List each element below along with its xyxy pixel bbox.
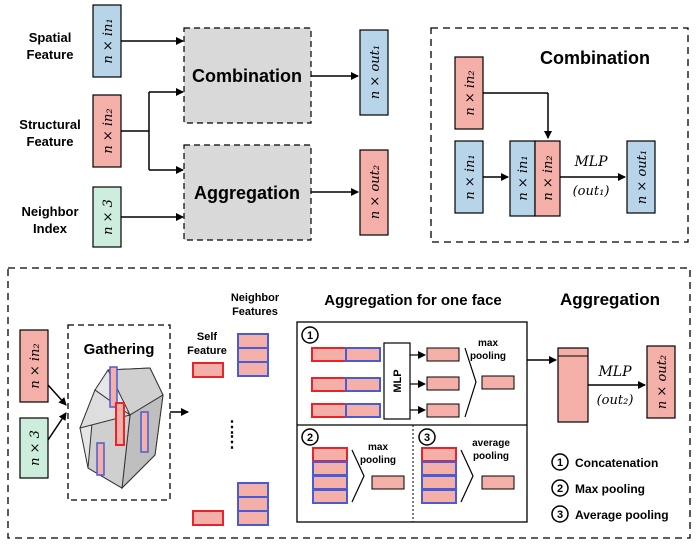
legend-num-2: 2 (557, 483, 563, 495)
b-box-out2-text: n × out₂ (655, 355, 670, 409)
tr-box-in2 (454, 56, 484, 130)
max-pooling-2a: max (368, 442, 388, 453)
tr-concat-in1-text: n × in₁ (516, 155, 531, 200)
tr-concat-in2-text: n × in₂ (541, 155, 556, 200)
tr-box-in1-text: n × in₁ (463, 154, 478, 199)
label-neighbor-1: Neighbor (21, 204, 78, 219)
label-spatial-1: Spatial (29, 30, 72, 45)
section3-num: 3 (424, 432, 430, 444)
box-in2-text: n × in₂ (101, 108, 116, 153)
tr-box-in1 (454, 140, 484, 214)
self-feature-1: Self (197, 331, 218, 343)
b-mlp: MLP (597, 364, 632, 380)
avg-pooling-b: pooling (473, 451, 509, 462)
block-aggregation-label: Aggregation (194, 183, 300, 203)
legend-text-3: Average pooling (575, 508, 669, 522)
self-feature-box (192, 362, 224, 378)
box-out2 (359, 149, 389, 236)
aggregation-detail: n × in₂ n × 3 Gathering Self Feature Nei… (7, 267, 691, 539)
section2-num: 2 (307, 432, 313, 444)
box-in1-text: n × in₁ (101, 18, 116, 63)
label-spatial-2: Feature (27, 47, 74, 62)
tr-mlp: MLP (573, 154, 608, 170)
max-pooling-1a: max (478, 338, 498, 349)
vertical-dots-2: ⋮ (224, 434, 240, 451)
label-structural-2: Feature (27, 134, 74, 149)
tr-mlp-param: (out₁) (573, 184, 610, 199)
box-out1-text: n × out₁ (368, 45, 383, 99)
legend-text-2: Max pooling (575, 482, 645, 496)
agg-one-face-panel (296, 321, 528, 523)
bottom-panel (7, 267, 691, 539)
gathering-title: Gathering (84, 341, 155, 358)
agg-one-face-title: Aggregation for one face (324, 292, 502, 309)
aggregation-title: Aggregation (560, 290, 660, 309)
section1-num: 1 (307, 330, 313, 342)
legend-text-1: Concatenation (575, 456, 658, 470)
combination-detail: Combination n × in₂ n × in₁ n × in₁ n × … (430, 27, 689, 243)
box-in1 (92, 4, 122, 78)
tr-box-out1-text: n × out₁ (635, 150, 650, 204)
neighbor-features-2: Features (232, 306, 278, 318)
legend: 1 Concatenation 2 Max pooling 3 Average … (551, 453, 669, 523)
b-box-n3-text: n × 3 (28, 430, 43, 466)
b-box-out2 (646, 345, 676, 419)
b-box-in2-text: n × in₂ (28, 343, 43, 388)
tr-concat-in2 (534, 140, 561, 217)
legend-num-1: 1 (557, 457, 563, 469)
box-n3 (92, 186, 122, 248)
avg-pooling-a: average (472, 438, 510, 449)
top-left-pipeline: Spatial Feature Structural Feature Neigh… (19, 4, 389, 248)
combination-title: Combination (540, 48, 650, 68)
vertical-dots: ⋮ (224, 419, 240, 436)
label-neighbor-2: Index (33, 221, 68, 236)
tr-box-out1 (626, 140, 656, 214)
mesh-illustration (79, 366, 164, 490)
box-out2-text: n × out₂ (368, 165, 383, 219)
block-combination (183, 27, 312, 124)
mlp-block-label: MLP (392, 369, 404, 392)
b-mlp-param: (out₂) (597, 393, 634, 408)
agg-matrix (557, 347, 589, 423)
block-combination-label: Combination (192, 66, 302, 86)
neighbor-features-1: Neighbor (231, 292, 280, 304)
max-pooling-1b: pooling (470, 351, 506, 362)
combination-panel (430, 27, 689, 243)
b-box-in2 (19, 329, 49, 403)
self-feature-2: Feature (187, 345, 227, 357)
label-structural-1: Structural (19, 117, 80, 132)
tr-box-in2-text: n × in₂ (463, 70, 478, 115)
b-box-n3 (19, 417, 49, 479)
mlp-block (383, 342, 411, 420)
box-in2 (92, 94, 122, 168)
max-pooling-2b: pooling (360, 455, 396, 466)
box-n3-text: n × 3 (101, 199, 116, 235)
box-out1 (359, 29, 389, 116)
legend-num-3: 3 (557, 509, 563, 521)
gathering-panel (67, 324, 171, 501)
